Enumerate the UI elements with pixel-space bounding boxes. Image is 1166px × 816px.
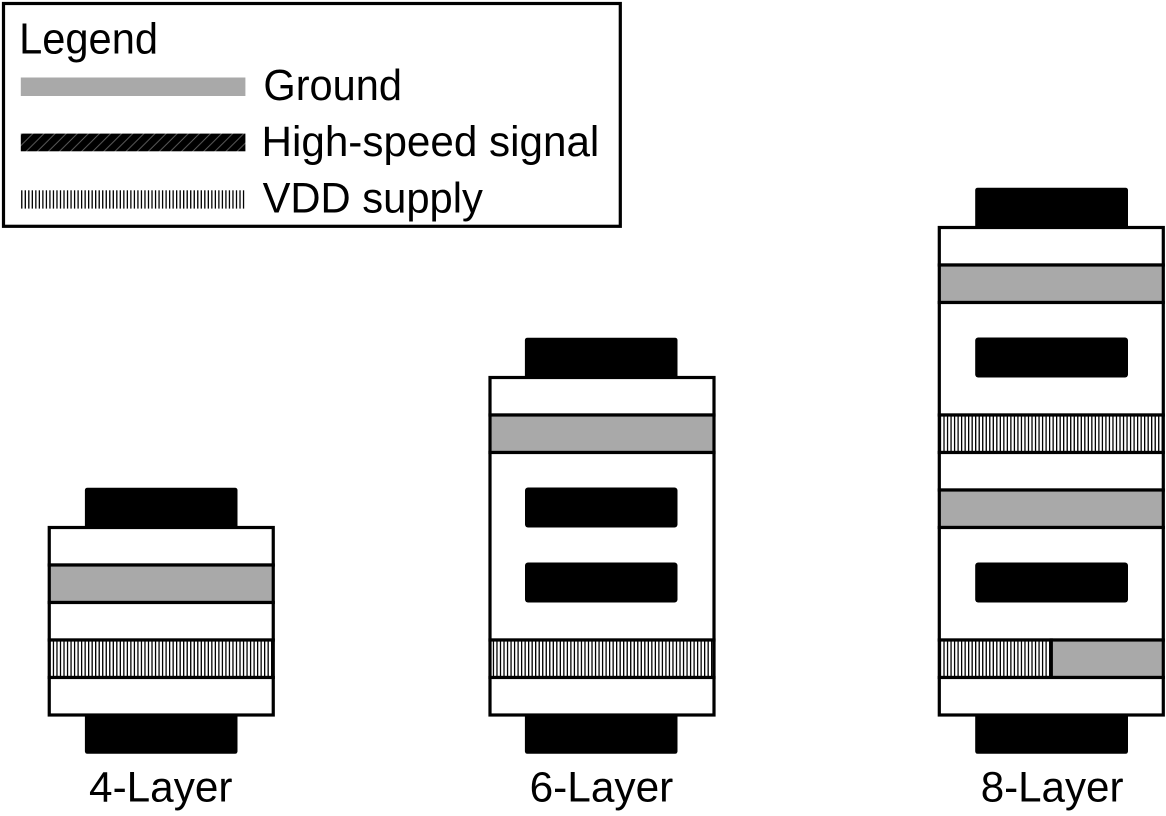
svg-text:6-Layer: 6-Layer xyxy=(530,763,674,811)
svg-text:4-Layer: 4-Layer xyxy=(89,763,232,811)
svg-text:Ground: Ground xyxy=(263,62,402,110)
svg-text:8-Layer: 8-Layer xyxy=(981,763,1124,811)
svg-text:Legend: Legend xyxy=(19,16,158,64)
svg-text:High-speed signal: High-speed signal xyxy=(262,118,600,166)
svg-text:VDD supply: VDD supply xyxy=(263,174,484,222)
